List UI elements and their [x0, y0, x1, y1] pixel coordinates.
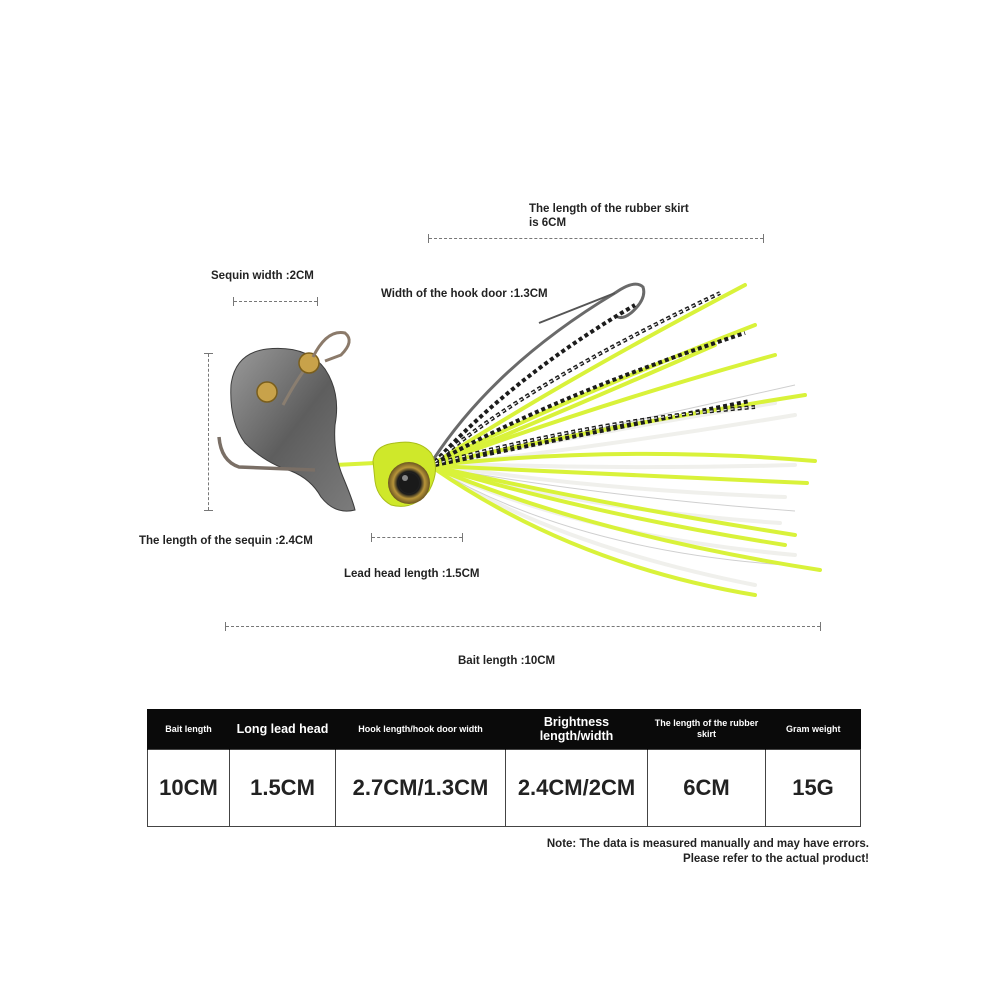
header-brightness: Brightness length/width: [505, 709, 648, 750]
lead-head-length-label: Lead head length :1.5CM: [344, 568, 480, 580]
lead-head-icon: [372, 441, 436, 507]
value-hook-length: 2.7CM/1.3CM: [335, 749, 506, 827]
value-rubber-skirt: 6CM: [647, 749, 766, 827]
header-long-lead-head: Long lead head: [229, 709, 336, 750]
hook-icon: [431, 282, 646, 461]
note-line2: Please refer to the actual product!: [683, 852, 869, 865]
rubber-skirt-dimension-line: [428, 234, 764, 243]
header-bait-length: Bait length: [147, 709, 230, 750]
sequin-length-dimension-line: [204, 353, 213, 511]
sequin-width-label: Sequin width :2CM: [211, 270, 314, 282]
sequin-width-dimension-line: [233, 297, 318, 306]
sequin-length-label: The length of the sequin :2.4CM: [139, 535, 313, 547]
rubber-skirt-label-line2: is 6CM: [529, 217, 567, 230]
hook-door-width-label: Width of the hook door :1.3CM: [381, 288, 548, 300]
note-line1: Note: The data is measured manually and …: [546, 838, 869, 850]
sequin-blade-icon: [217, 331, 356, 512]
spec-table-value-row: 10CM 1.5CM 2.7CM/1.3CM 2.4CM/2CM 6CM 15G: [147, 749, 861, 827]
rubber-skirt-label: The length of the rubber skirt is 6CM: [529, 202, 689, 231]
lead-head-dimension-line: [371, 533, 463, 542]
value-gram-weight: 15G: [765, 749, 861, 827]
value-lead-head: 1.5CM: [229, 749, 336, 827]
spec-table: Bait length Long lead head Hook length/h…: [147, 709, 861, 827]
value-bait-length: 10CM: [147, 749, 230, 827]
spec-table-header-row: Bait length Long lead head Hook length/h…: [147, 709, 861, 750]
bait-length-label: Bait length :10CM: [458, 655, 556, 667]
bait-length-dimension-line: [225, 622, 821, 631]
header-rubber-skirt: The length of the rubber skirt: [647, 709, 766, 750]
header-gram-weight: Gram weight: [765, 709, 861, 750]
chatterbait-lure-icon: [217, 282, 822, 597]
measurement-note: Note: The data is measured manually and …: [547, 837, 869, 867]
header-hook-length: Hook length/hook door width: [335, 709, 506, 750]
value-brightness: 2.4CM/2CM: [505, 749, 648, 827]
rubber-skirt-label-line1: The length of the rubber skirt: [529, 203, 689, 215]
